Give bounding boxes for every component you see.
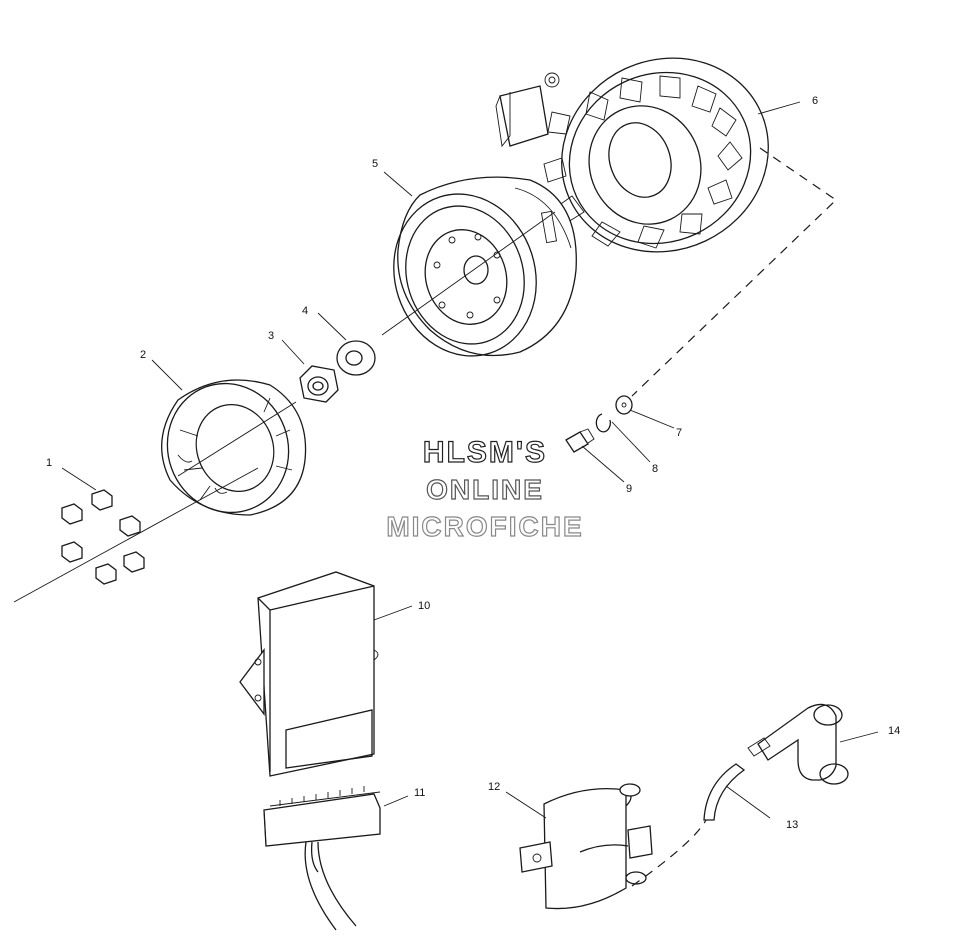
part-12-ignition-coil	[519, 783, 653, 910]
part-5-flywheel	[393, 176, 577, 357]
assembly-lines	[13, 147, 837, 887]
leader-lines	[61, 101, 879, 819]
callout-5: 5	[372, 158, 378, 170]
callout-7: 7	[676, 427, 682, 439]
part-3-nut	[299, 365, 339, 403]
callout-10: 10	[418, 600, 430, 612]
part-1-bolts	[61, 489, 145, 585]
part-14-plug-cap	[747, 703, 849, 785]
callout-11: 11	[414, 787, 425, 799]
callout-12: 12	[488, 781, 500, 793]
callout-4: 4	[302, 305, 308, 317]
watermark-line-1: HLSM'S	[422, 435, 548, 469]
callout-14: 14	[888, 725, 900, 737]
part-8-lock-washer	[595, 413, 611, 433]
part-11-connector	[263, 786, 381, 931]
watermark-line-3: MICROFICHE	[386, 510, 584, 542]
callout-13: 13	[786, 819, 798, 831]
callout-labels: 1 2 3 4 5 6 7 8 9 10 11 12 13 14	[46, 95, 900, 831]
callout-6: 6	[812, 95, 818, 107]
callout-2: 2	[140, 349, 146, 361]
watermark-line-2: ONLINE	[426, 473, 544, 505]
callout-8: 8	[652, 463, 658, 475]
part-4-washer	[336, 340, 376, 376]
callout-1: 1	[46, 457, 52, 469]
part-13-ht-wire	[703, 763, 746, 821]
part-7-washer	[615, 395, 633, 415]
callout-3: 3	[268, 330, 274, 342]
part-10-cdi-box	[239, 571, 379, 777]
part-6-stator	[495, 57, 769, 253]
callout-9: 9	[626, 483, 632, 495]
part-2-recoil-cup	[161, 379, 307, 516]
